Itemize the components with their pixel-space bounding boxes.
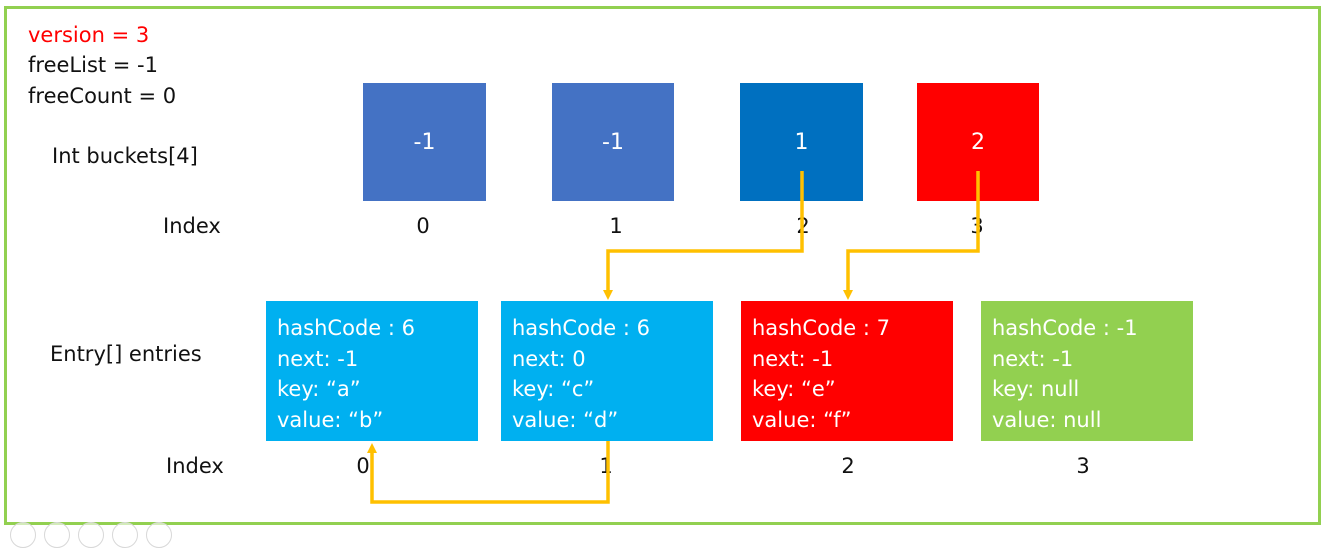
entry-key: key: null <box>992 377 1080 401</box>
entry-key: key: “a” <box>277 377 361 401</box>
bucket-value: 1 <box>794 129 809 155</box>
entry-value: value: null <box>992 407 1102 432</box>
entries-index-label: Index <box>166 454 224 478</box>
toolbar-button[interactable] <box>112 522 138 548</box>
toolbar-button[interactable] <box>146 522 172 548</box>
entry-cell-0: hashCode : 6 next: -1 key: “a” value: “b… <box>266 301 478 441</box>
entry-key: key: “c” <box>512 377 595 401</box>
version-text: version = 3 <box>28 23 150 47</box>
entry-next: next: -1 <box>752 346 834 371</box>
entry-value: value: “f” <box>752 407 852 432</box>
entry-cell-3: hashCode : -1 next: -1 key: null value: … <box>981 301 1193 441</box>
entry-value: value: “d” <box>512 407 619 432</box>
entry-key: key: “e” <box>752 377 836 401</box>
toolbar-button[interactable] <box>10 522 36 548</box>
connector-arrows <box>367 171 980 504</box>
entry-hashcode: hashCode : 7 <box>752 316 890 340</box>
entry-value: value: “b” <box>277 407 384 432</box>
entry1-next-to-entry0-arrow <box>367 441 610 504</box>
bucket3-to-entry2-arrow <box>843 171 980 300</box>
buckets-index-label: Index <box>163 214 221 238</box>
bucket-cell-0: -1 <box>363 83 486 201</box>
bucket-value: -1 <box>602 129 624 155</box>
buckets-label: Int buckets[4] <box>52 144 198 168</box>
entry-cell-2: hashCode : 7 next: -1 key: “e” value: “f… <box>741 301 953 441</box>
toolbar-button[interactable] <box>44 522 70 548</box>
entry-next: next: 0 <box>512 346 586 371</box>
entries-label: Entry[] entries <box>50 342 202 366</box>
toolbar-button[interactable] <box>78 522 104 548</box>
entry-hashcode: hashCode : 6 <box>512 316 650 340</box>
diagram-frame <box>4 6 1321 525</box>
bucket-value: 2 <box>971 129 985 155</box>
entry-hashcode: hashCode : 6 <box>277 316 415 340</box>
entry-index-0: 0 <box>356 454 370 478</box>
entry-index-3: 3 <box>1076 454 1090 478</box>
entry-next: next: -1 <box>992 346 1074 371</box>
free-list-text: freeList = -1 <box>28 53 158 77</box>
bucket2-to-entry1-arrow <box>603 171 804 300</box>
bucket-cell-1: -1 <box>552 83 674 201</box>
bucket-index-0: 0 <box>416 214 430 238</box>
free-count-text: freeCount = 0 <box>28 84 177 108</box>
entry-next: next: -1 <box>277 346 359 371</box>
entry-cell-1: hashCode : 6 next: 0 key: “c” value: “d” <box>501 301 713 441</box>
bucket-index-1: 1 <box>609 214 623 238</box>
entry-index-2: 2 <box>841 454 855 478</box>
entry-hashcode: hashCode : -1 <box>992 316 1138 340</box>
bucket-value: -1 <box>413 129 436 155</box>
viewer-toolbar <box>10 522 172 548</box>
